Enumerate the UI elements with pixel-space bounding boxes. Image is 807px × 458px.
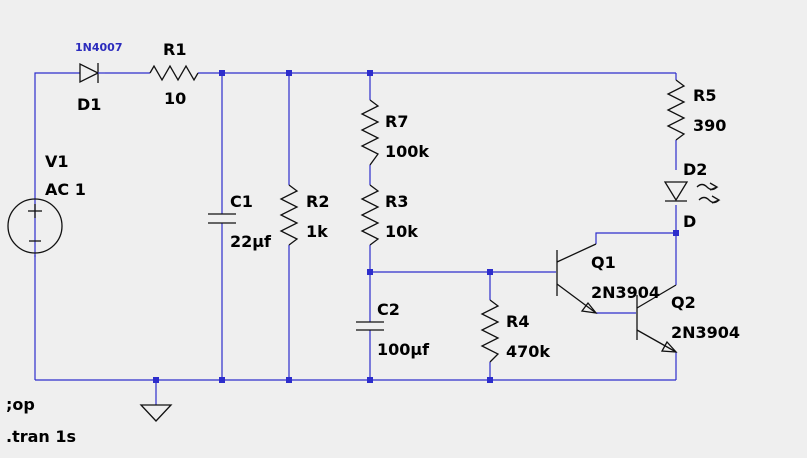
node-dot: [367, 377, 373, 383]
d2-ref-label: D2: [683, 160, 707, 179]
r1-value-label: 10: [164, 89, 186, 108]
v1-value-label: AC 1: [45, 180, 86, 199]
resistor-icon: [279, 184, 299, 246]
node-dot: [286, 70, 292, 76]
r2-value-label: 1k: [306, 222, 328, 241]
c2-value-label: 100μf: [377, 340, 430, 359]
r3-value-label: 10k: [385, 222, 418, 241]
q1-ref-label: Q1: [591, 253, 616, 272]
node-dot: [673, 230, 679, 236]
c1-ref-label: C1: [230, 192, 253, 211]
diode-d1[interactable]: [79, 62, 105, 84]
resistor-r2[interactable]: [279, 184, 299, 246]
node-dot: [487, 377, 493, 383]
node-dot: [219, 70, 225, 76]
r1-ref-label: R1: [163, 40, 186, 59]
d2-value-label: D: [683, 212, 696, 231]
resistor-r3[interactable]: [360, 184, 380, 246]
transistor-q2[interactable]: [636, 275, 678, 353]
r2-ref-label: R2: [306, 192, 329, 211]
resistor-r7[interactable]: [360, 99, 380, 166]
resistor-icon: [360, 184, 380, 246]
led-d2[interactable]: [663, 181, 721, 204]
r4-ref-label: R4: [506, 312, 529, 331]
wires: [34, 72, 677, 405]
labels: 1N4007 D1 R1 10 V1 AC 1 C1 22μf R2 1k R7…: [6, 40, 740, 446]
tran-directive[interactable]: .tran 1s: [6, 427, 76, 446]
capacitor-c1[interactable]: [208, 213, 236, 224]
v1-ref-label: V1: [45, 152, 69, 171]
resistor-icon: [480, 299, 500, 363]
resistor-icon: [360, 99, 380, 166]
r7-ref-label: R7: [385, 112, 408, 131]
node-dot: [367, 70, 373, 76]
resistor-icon: [149, 64, 199, 82]
r7-value-label: 100k: [385, 142, 429, 161]
wire-q1-collector: [595, 232, 676, 244]
led-icon: [663, 181, 689, 202]
wire-v1-top: [34, 72, 80, 257]
node-dot: [487, 269, 493, 275]
c2-ref-label: C2: [377, 300, 400, 319]
node-dot: [153, 377, 159, 383]
diode-icon: [79, 62, 100, 84]
resistor-icon: [666, 79, 686, 141]
capacitor-c2[interactable]: [356, 321, 384, 331]
r5-ref-label: R5: [693, 86, 716, 105]
d1-model-label: 1N4007: [75, 41, 122, 54]
junction-dots: [153, 70, 679, 383]
c1-value-label: 22μf: [230, 232, 272, 251]
ground-symbol: [139, 404, 173, 422]
resistor-r5[interactable]: [666, 79, 686, 141]
source-circle-icon: [7, 198, 63, 254]
ground-icon: [139, 404, 173, 422]
q1-model-label: 2N3904: [591, 283, 660, 302]
op-directive[interactable]: ;op: [6, 395, 35, 414]
node-dot: [286, 377, 292, 383]
q2-ref-label: Q2: [671, 293, 696, 312]
node-dot: [219, 377, 225, 383]
transistor-q1[interactable]: [556, 243, 598, 314]
resistor-r1[interactable]: [149, 64, 199, 82]
r3-ref-label: R3: [385, 192, 408, 211]
resistor-r4[interactable]: [480, 299, 500, 363]
q2-model-label: 2N3904: [671, 323, 740, 342]
d1-ref-label: D1: [77, 95, 101, 114]
r4-value-label: 470k: [506, 342, 550, 361]
node-dot: [367, 269, 373, 275]
r5-value-label: 390: [693, 116, 726, 135]
light-emission-icon: [696, 182, 719, 191]
voltage-source-v1[interactable]: [7, 198, 63, 254]
